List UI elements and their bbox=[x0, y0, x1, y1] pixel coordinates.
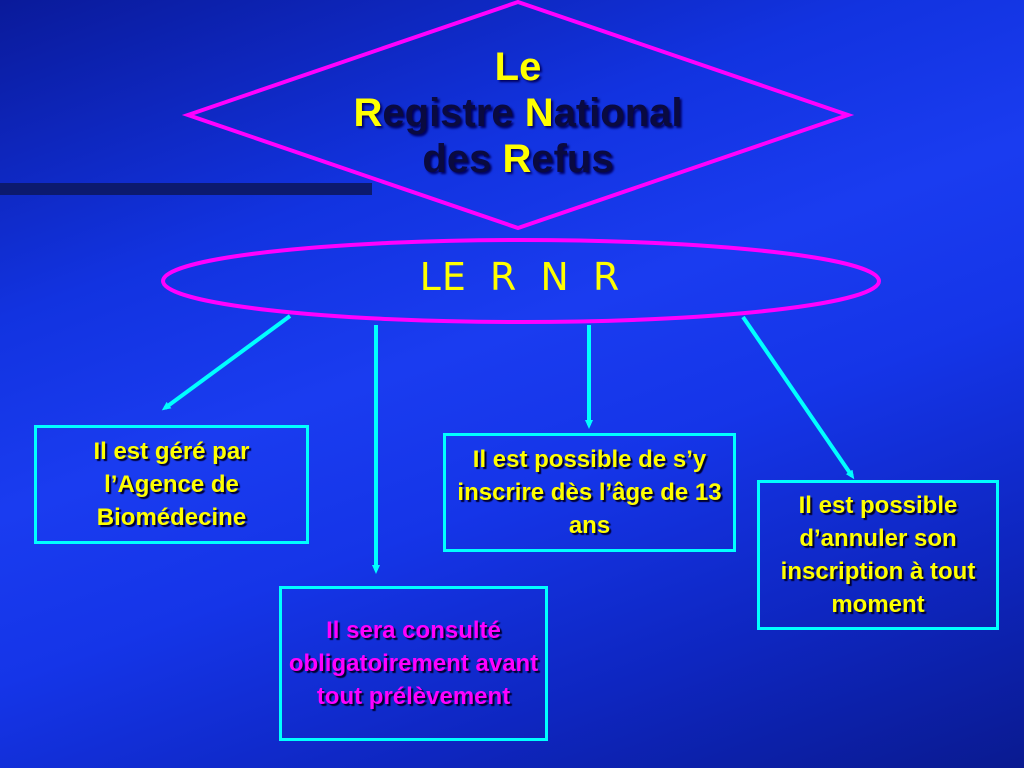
info-box-age: Il est possible de s’y inscrire dès l’âg… bbox=[443, 433, 736, 552]
info-box-text: Il sera consulté obligatoirement avant t… bbox=[288, 617, 539, 710]
title-line-3: des Refus bbox=[422, 137, 614, 181]
arrow-to-box-3 bbox=[741, 315, 855, 480]
info-box-text: Il est possible de s’y inscrire dès l’âg… bbox=[457, 446, 722, 539]
title-diamond bbox=[181, 0, 855, 231]
info-box-text: Il est possible d’annuler son inscriptio… bbox=[780, 492, 976, 618]
title-line-2: Registre National bbox=[353, 91, 683, 135]
rnr-ellipse bbox=[161, 238, 881, 324]
decorative-stripe bbox=[0, 183, 372, 195]
title-line-1: Le bbox=[494, 45, 542, 89]
info-box-cancel: Il est possible d’annuler son inscriptio… bbox=[757, 480, 999, 630]
info-box-consulted: Il sera consulté obligatoirement avant t… bbox=[279, 586, 548, 741]
info-box-agency: Il est géré par l’Agence de Biomédecine bbox=[34, 425, 309, 544]
info-box-text: Il est géré par l’Agence de Biomédecine bbox=[93, 438, 250, 531]
rnr-label: LE R N R bbox=[419, 255, 621, 299]
diagram-title: Le Registre National des Refus bbox=[318, 44, 718, 182]
arrow-to-box-1 bbox=[161, 314, 292, 411]
